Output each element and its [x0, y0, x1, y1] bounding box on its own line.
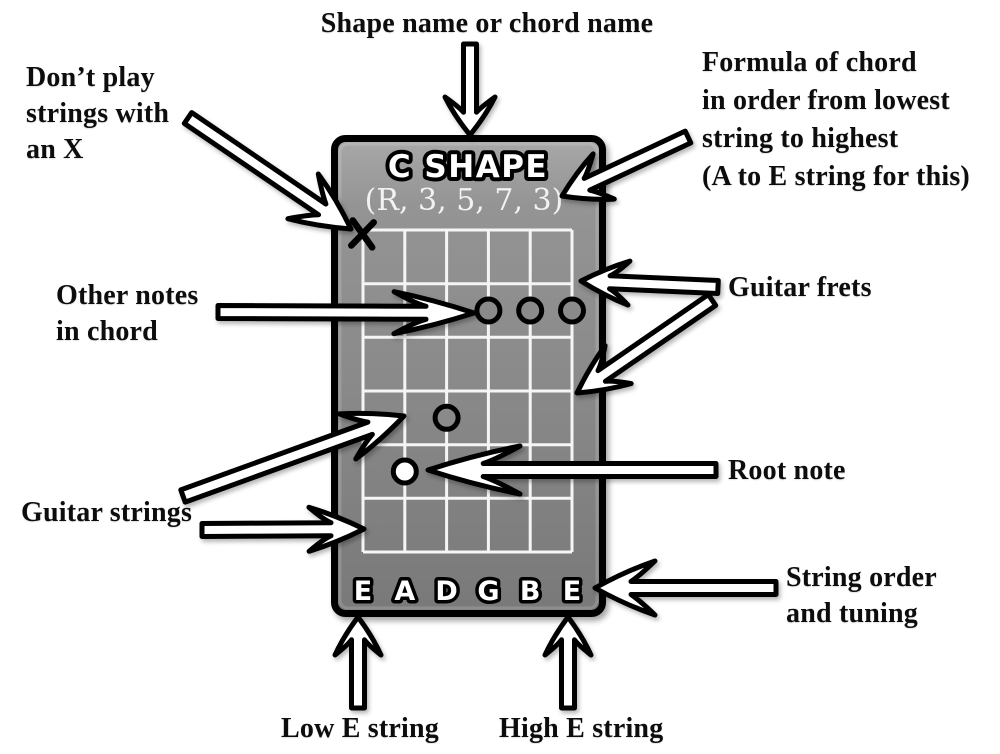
arrow-low-e-string	[332, 614, 384, 711]
chord-formula-text: (R, 3, 5, 7, 3)	[365, 183, 564, 218]
chord-shape-title: C SHAPE	[388, 149, 548, 185]
arrow-dont-play	[181, 110, 354, 232]
formula-label: Formula of chord in order from lowest st…	[702, 47, 970, 192]
guitar-frets-label: Guitar frets	[728, 272, 872, 303]
high-e-string-label: High E string	[499, 713, 664, 744]
chord-chart-panel: C SHAPE (R, 3, 5, 7, 3) E A D G B E	[331, 135, 606, 617]
chord-note-dot	[474, 296, 503, 325]
tuning-letter-high-e: E	[563, 576, 581, 607]
dont-play-label: Don’t play strings with an X	[26, 62, 170, 165]
muted-string-x-icon	[348, 217, 377, 251]
tuning-letter-low-e: E	[354, 576, 372, 607]
arrow-shape-name	[442, 41, 498, 138]
low-e-string-label: Low E string	[281, 713, 439, 744]
tuning-letter-b: B	[520, 576, 541, 607]
arrow-string-order	[592, 558, 779, 618]
tuning-letter-a: A	[394, 576, 415, 607]
root-note-label: Root note	[728, 455, 846, 486]
other-notes-label: Other notes in chord	[56, 280, 199, 347]
string-tuning-letters: E A D G B E	[350, 573, 584, 611]
tuning-letter-g: G	[477, 576, 499, 607]
string-order-label: String order and tuning	[786, 562, 937, 629]
shape-name-label: Shape name or chord name	[320, 8, 654, 39]
chord-note-dot	[432, 403, 461, 432]
guitar-strings-label: Guitar strings	[21, 497, 193, 528]
chord-note-dot	[516, 296, 545, 325]
tuning-letter-d: D	[435, 576, 457, 607]
arrow-high-e-string	[542, 614, 594, 711]
chord-note-dot	[558, 296, 586, 325]
muted-string-markers	[348, 217, 377, 251]
root-note-dot	[390, 457, 419, 486]
